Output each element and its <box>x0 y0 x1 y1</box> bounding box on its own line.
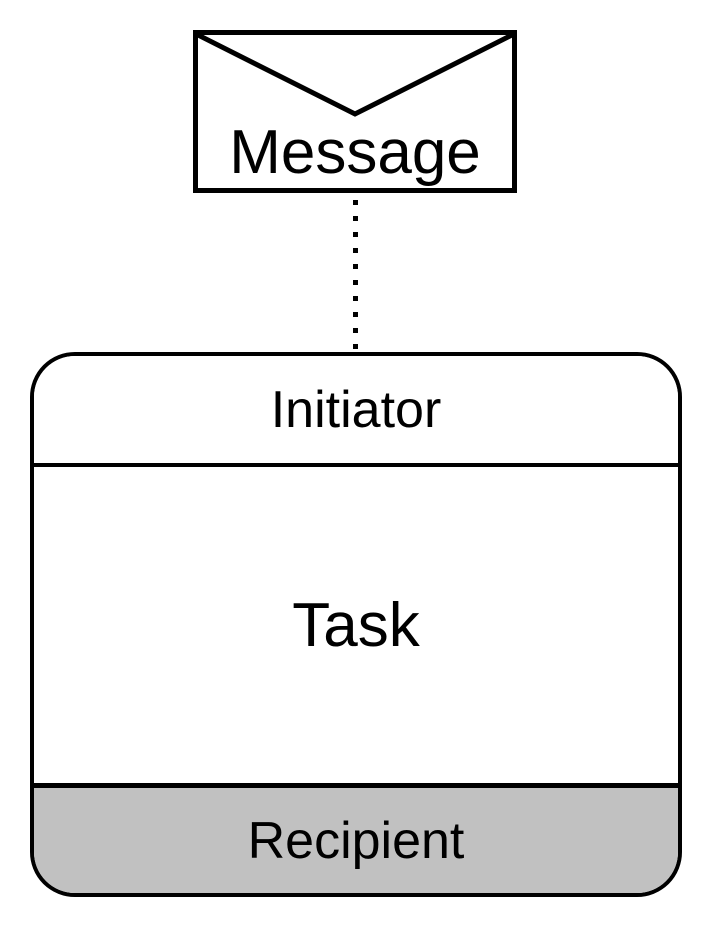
recipient-label: Recipient <box>247 811 465 870</box>
dotted-connector-line <box>353 200 358 352</box>
task-section: Task <box>34 467 678 783</box>
task-box: Initiator Task Recipient <box>30 352 682 897</box>
initiator-section: Initiator <box>34 356 678 467</box>
initiator-label: Initiator <box>270 380 442 439</box>
envelope-flap-icon <box>198 35 512 117</box>
message-envelope: Message <box>193 30 517 193</box>
task-label: Task <box>292 590 420 660</box>
recipient-section: Recipient <box>34 783 678 893</box>
message-label: Message <box>229 118 481 187</box>
